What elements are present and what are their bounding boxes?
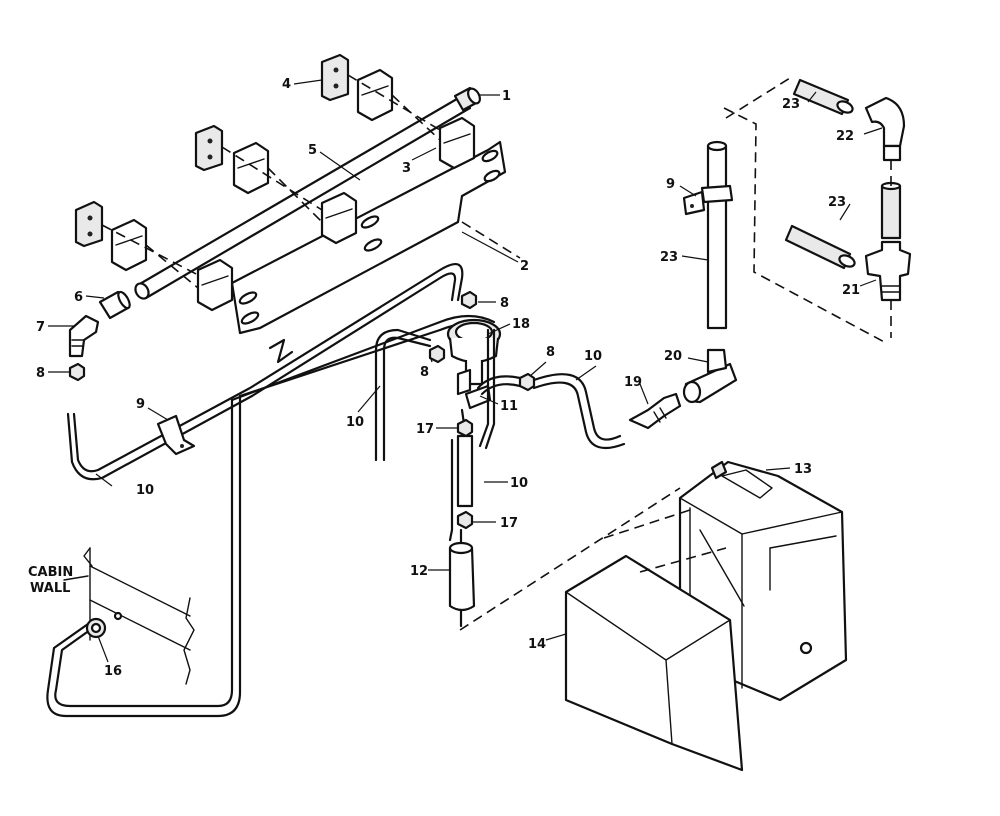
nut-center <box>428 290 536 392</box>
mounting-bracket <box>230 140 507 335</box>
filter-tube <box>448 434 474 542</box>
grommet <box>85 611 123 639</box>
callout-8-center: 8 <box>420 365 429 380</box>
end-cap <box>453 86 481 112</box>
callout-8-top: 8 <box>500 296 509 311</box>
callout-18: 18 <box>512 317 530 332</box>
bracket-break-mark <box>268 338 294 364</box>
callout-labels: 1 2 3 4 5 6 7 8 8 8 8 9 9 10 10 10 10 11… <box>36 77 860 679</box>
nut-left <box>68 362 86 382</box>
callout-6: 6 <box>74 290 83 305</box>
callout-10-loop: 10 <box>346 415 364 430</box>
callout-14: 14 <box>528 637 546 652</box>
callout-2: 2 <box>520 259 529 274</box>
callout-16: 16 <box>104 664 122 679</box>
tee-21 <box>864 240 912 302</box>
vertical-tube-23 <box>706 140 728 330</box>
clip-right <box>682 184 734 216</box>
adapter-19 <box>628 392 682 430</box>
pump-canister <box>448 528 476 628</box>
callout-7: 7 <box>36 320 45 335</box>
callout-23-inset-top: 23 <box>782 97 800 112</box>
tank-guard <box>564 554 744 772</box>
callout-21: 21 <box>842 283 860 298</box>
loop-hose-left <box>374 328 432 462</box>
t-connector <box>456 368 522 410</box>
clamp-blocks <box>110 68 476 312</box>
callout-12: 12 <box>410 564 428 579</box>
connectors-17 <box>456 418 474 530</box>
callout-8-right: 8 <box>546 345 555 360</box>
callout-1: 1 <box>502 89 511 104</box>
filler-cap <box>446 318 502 386</box>
callout-20: 20 <box>664 349 682 364</box>
callout-17-bottom: 17 <box>500 516 518 531</box>
clip-left <box>156 414 196 456</box>
elbow-fitting <box>68 314 100 358</box>
callout-8-left: 8 <box>36 366 45 381</box>
callout-9-right: 9 <box>666 177 675 192</box>
cabin-wall <box>63 547 195 685</box>
callout-11: 11 <box>500 399 518 414</box>
sleeve-fitting <box>98 290 131 320</box>
callout-13: 13 <box>794 462 812 477</box>
leader-lines <box>48 79 883 663</box>
callout-4: 4 <box>282 77 291 92</box>
cabin-wall-label-line2: WALL <box>30 581 70 596</box>
tank-dash-lines <box>459 487 727 631</box>
callout-22: 22 <box>836 129 854 144</box>
tee-20 <box>682 348 738 404</box>
callout-17-top: 17 <box>416 422 434 437</box>
callout-3: 3 <box>402 161 411 176</box>
hose-right <box>532 373 626 450</box>
callout-10-right: 10 <box>584 349 602 364</box>
cabin-wall-label: CABIN WALL <box>28 565 73 596</box>
assembly-dash-lines <box>101 74 521 289</box>
extension-dash-lines <box>723 77 889 345</box>
clamp-plates <box>74 53 350 248</box>
callout-19: 19 <box>624 375 642 390</box>
callout-10-left: 10 <box>136 483 154 498</box>
elbow-22 <box>864 96 906 162</box>
callout-9-left: 9 <box>136 397 145 412</box>
callout-5: 5 <box>308 143 317 158</box>
rod <box>134 94 472 300</box>
callout-23-tube: 23 <box>660 250 678 265</box>
cabin-wall-label-line1: CABIN <box>28 565 73 580</box>
callout-23-inset-mid: 23 <box>828 195 846 210</box>
callout-10-center: 10 <box>510 476 528 491</box>
